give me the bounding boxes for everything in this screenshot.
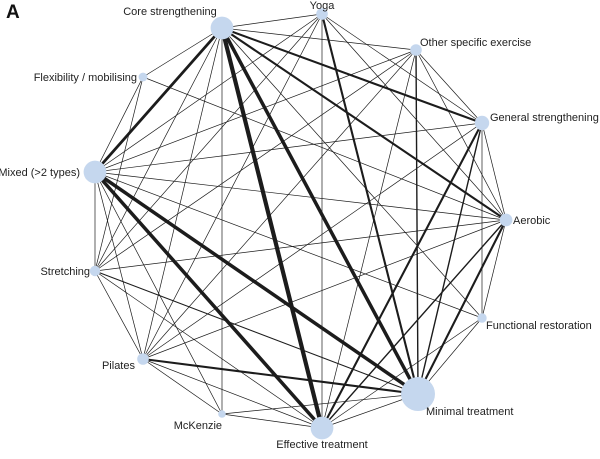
node-label-functional: Functional restoration [486, 320, 592, 332]
edge-yoga-stretching [94, 13, 323, 272]
edge-pilates-minimal [141, 357, 420, 396]
edge-mckenzie-minimal [221, 393, 419, 415]
node-flex [138, 72, 148, 82]
edge-core-mixed [93, 26, 224, 174]
node-label-other: Other specific exercise [420, 37, 531, 49]
edge-mixed-minimal [93, 170, 420, 396]
edge-core-other [221, 27, 417, 51]
edge-other-effective [321, 49, 417, 429]
node-mckenzie [218, 410, 226, 418]
edge-core-flex [142, 27, 223, 78]
edge-general-minimal [417, 122, 483, 395]
node-minimal [401, 377, 435, 411]
edge-mixed-pilates [94, 171, 144, 360]
panel-label: A [6, 2, 20, 23]
edge-core-aerobic [220, 26, 508, 222]
edge-mixed-mckenzie [94, 171, 223, 415]
node-label-general: General strengthening [490, 112, 599, 124]
node-label-mixed: Mixed (>2 types) [0, 167, 80, 179]
edge-mixed-general [94, 122, 483, 173]
node-label-mckenzie: McKenzie [174, 420, 222, 432]
edge-flex-mixed [94, 76, 144, 173]
node-effective [310, 416, 334, 440]
edge-mixed-effective [93, 170, 324, 430]
node-label-yoga: Yoga [310, 0, 336, 12]
node-label-minimal: Minimal treatment [426, 406, 513, 418]
edge-flex-stretching [94, 76, 144, 272]
edge-mixed-aerobic [94, 171, 507, 221]
edge-mckenzie-effective [221, 413, 323, 429]
edge-stretching-minimal [94, 270, 419, 395]
edge-other-aerobic [415, 49, 507, 221]
nodes-layer [83, 8, 513, 440]
edge-core-yoga [221, 13, 323, 29]
edge-aerobic-pilates [142, 219, 507, 360]
edge-other-pilates [142, 49, 417, 360]
edge-mixed-functional [94, 171, 483, 319]
node-stretching [89, 265, 101, 277]
node-other [410, 44, 422, 56]
edge-stretching-effective [94, 270, 323, 429]
edge-other-minimal [415, 49, 419, 395]
node-functional [477, 313, 487, 323]
edge-other-general [415, 49, 483, 124]
edge-aerobic-functional [481, 219, 507, 319]
edge-core-functional [221, 27, 483, 319]
edge-aerobic-effective [321, 219, 507, 429]
edge-pilates-effective [142, 358, 323, 429]
node-aerobic [499, 213, 513, 227]
node-core [210, 16, 234, 40]
edge-yoga-mixed [94, 13, 323, 173]
edge-stretching-pilates [94, 270, 144, 360]
edge-aerobic-minimal [416, 218, 508, 396]
node-label-effective: Effective treatment [276, 439, 368, 451]
node-label-core: Core strengthening [123, 6, 217, 18]
edge-pilates-mckenzie [142, 358, 223, 415]
node-pilates [137, 353, 149, 365]
edge-core-pilates [142, 27, 223, 360]
edge-aerobic-stretching [94, 219, 507, 272]
edge-core-general [220, 26, 484, 125]
edge-general-pilates [142, 122, 483, 360]
edge-yoga-pilates [142, 13, 323, 360]
node-label-flex: Flexibility / mobilising [34, 72, 137, 84]
edge-other-mixed [94, 49, 417, 173]
node-general [474, 115, 490, 131]
edge-flex-aerobic [142, 76, 507, 221]
edges-layer [93, 12, 508, 431]
edge-general-effective [320, 121, 484, 430]
node-mixed [83, 160, 107, 184]
node-label-aerobic: Aerobic [513, 215, 551, 227]
node-label-pilates: Pilates [102, 360, 136, 372]
edge-general-aerobic [481, 122, 507, 221]
edge-yoga-general [321, 13, 483, 124]
node-yoga [316, 8, 328, 20]
edge-other-stretching [94, 49, 417, 272]
edge-core-stretching [94, 27, 223, 272]
node-label-stretching: Stretching [40, 266, 90, 278]
edge-core-minimal [220, 26, 420, 396]
edge-yoga-aerobic [321, 13, 507, 221]
edge-functional-effective [321, 317, 483, 429]
edge-core-effective [219, 25, 325, 431]
